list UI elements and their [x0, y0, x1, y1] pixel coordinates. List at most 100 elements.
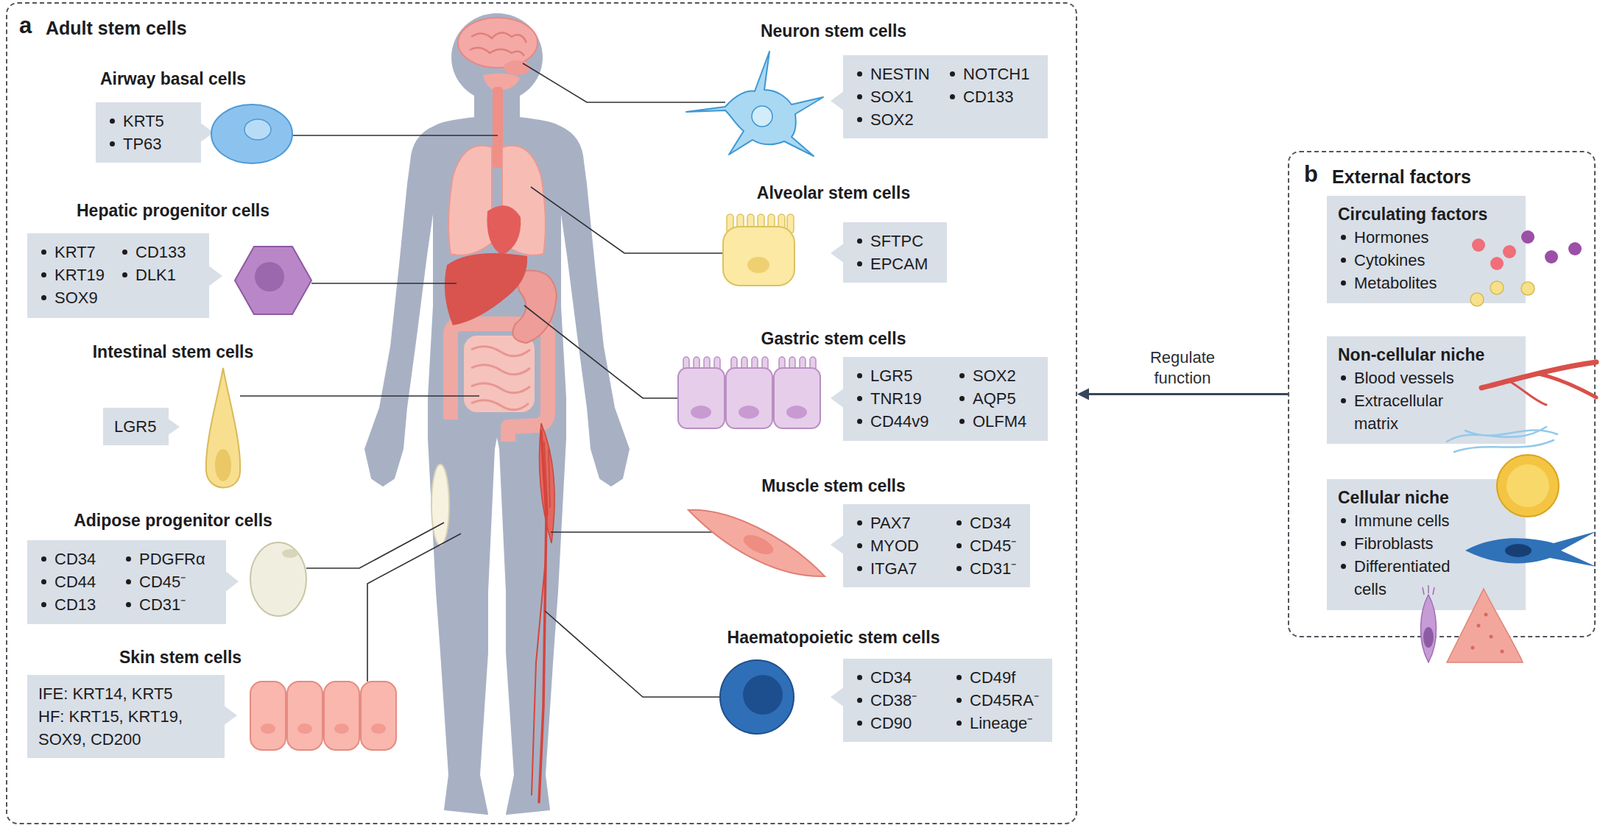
marker-box: KRT5TP63Airway basal cells: [95, 102, 202, 163]
bullet-dot: [1340, 398, 1346, 404]
marker-text: SOX2: [972, 364, 1017, 388]
bullet-dot: [959, 418, 965, 425]
factor-text: Blood vessels: [1354, 366, 1455, 390]
bullet-dot: [1340, 564, 1346, 570]
marker-text: CD90: [870, 712, 912, 735]
bullet-dot: [857, 520, 863, 526]
bullet-dot: [956, 520, 962, 526]
bullet-dot: [949, 94, 955, 100]
cell-nucleus: [740, 531, 777, 559]
leader-line: [311, 282, 457, 285]
factor-heading: Circulating factors: [1337, 203, 1488, 227]
cell-type-name: Skin stem cells: [119, 646, 242, 670]
marker-text: CD13: [54, 593, 96, 617]
cell-type-name: Hepatic progenitor cells: [76, 199, 270, 223]
bullet-dot: [857, 396, 863, 402]
cell-nucleus: [786, 405, 807, 419]
blood-vessel-icon: [1509, 381, 1547, 405]
factor-box: Non-cellular nicheBlood vesselsExtracell…: [1326, 336, 1526, 444]
bullet-dot: [956, 543, 962, 549]
marker-text: CD49f: [969, 666, 1016, 690]
factor-heading: Cellular niche: [1337, 486, 1450, 510]
cell-nucleus: [254, 262, 285, 292]
granule: [1484, 613, 1489, 618]
cell-type-name: Neuron stem cells: [760, 19, 907, 43]
bullet-dot: [857, 418, 863, 425]
bullet-dot: [122, 249, 128, 255]
factor-text: Metabolites: [1354, 271, 1438, 295]
liver: [444, 253, 528, 326]
gastric-stem-cell: [678, 368, 725, 429]
marker-text: KRT19: [54, 263, 105, 287]
marker-text: AQP5: [972, 387, 1017, 411]
metabolite-dot: [1490, 281, 1504, 295]
marker-text: LGR5: [114, 415, 157, 439]
bullet-dot: [857, 566, 863, 572]
panel-title: External factors: [1331, 165, 1472, 189]
callout-tab: [224, 570, 239, 593]
hepatic-progenitor-cell: [234, 246, 312, 315]
marker-text: PDGFRα: [139, 547, 206, 571]
fibroblast: [1465, 531, 1597, 567]
callout-tab: [223, 705, 238, 727]
bullet-dot: [1340, 280, 1346, 286]
bullet-dot: [959, 373, 965, 379]
bullet-dot: [956, 566, 962, 572]
skin-cell: [360, 681, 397, 751]
granule: [1477, 624, 1481, 629]
skin-cell: [287, 681, 323, 751]
bullet-dot: [857, 698, 863, 704]
leader-line: [367, 533, 461, 682]
cerebellum: [503, 60, 531, 76]
bullet-dot: [857, 261, 863, 267]
marker-text: MYOD: [870, 534, 919, 558]
bullet-dot: [1340, 257, 1346, 263]
oral-cavity: [483, 73, 520, 90]
marker-text: SFTPC: [870, 229, 924, 253]
hormone-dot: [1490, 256, 1504, 271]
marker-box: LGR5Intestinal stem cells: [103, 407, 169, 446]
cytokine-dot: [1521, 230, 1535, 244]
bullet-dot: [857, 543, 863, 549]
arrowhead: [1077, 388, 1090, 401]
leader-line: [240, 395, 480, 397]
marker-text: CD34: [54, 547, 96, 571]
marker-text: KRT5: [122, 109, 165, 133]
leader-line: [293, 134, 498, 137]
neuron-stem-cell: [686, 51, 824, 157]
gastric-nuclei: [690, 405, 807, 419]
hormone-dot: [1502, 245, 1517, 259]
marker-text: ITGA7: [870, 557, 918, 581]
gastric-stem-cell: [773, 368, 821, 429]
bullet-dot: [857, 117, 863, 123]
gastric-stem-cell: [726, 368, 773, 429]
brain: [457, 17, 538, 68]
granule: [1489, 635, 1494, 640]
marker-text: HF: KRT15, KRT19, SOX9, CD200: [38, 705, 214, 752]
differentiated-cell: [1420, 594, 1436, 663]
muscle-stem-cell: [688, 510, 825, 577]
cell-nucleus: [334, 723, 350, 735]
marker-text: SOX2: [870, 108, 914, 132]
alveolar-stem-cell: [723, 226, 795, 286]
cell-tuft: [1422, 585, 1435, 595]
large-intestine: [450, 323, 548, 442]
cell-nucleus: [260, 723, 276, 735]
marker-text: SOX9: [54, 286, 98, 310]
bullet-dot: [857, 71, 863, 77]
adipose-progenitor-cell: [250, 542, 307, 617]
marker-text: CD133: [135, 240, 186, 264]
granule: [1500, 650, 1505, 654]
factor-text: Immune cells: [1354, 509, 1450, 533]
cell-type-name: Intestinal stem cells: [92, 340, 255, 364]
cell-type-name: Alveolar stem cells: [756, 181, 911, 205]
bullet-dot: [857, 675, 863, 681]
cell-type-name: Haematopoietic stem cells: [727, 626, 941, 650]
marker-box: SFTPCEPCAMAlveolar stem cells: [843, 222, 947, 283]
cell-type-name: Gastric stem cells: [761, 327, 907, 351]
bullet-dot: [125, 602, 132, 608]
marker-box: KRT7KRT19SOX9CD133DLK1Hepatic progenitor…: [27, 233, 210, 319]
bullet-dot: [41, 295, 47, 301]
immune-cell: [1496, 455, 1559, 517]
